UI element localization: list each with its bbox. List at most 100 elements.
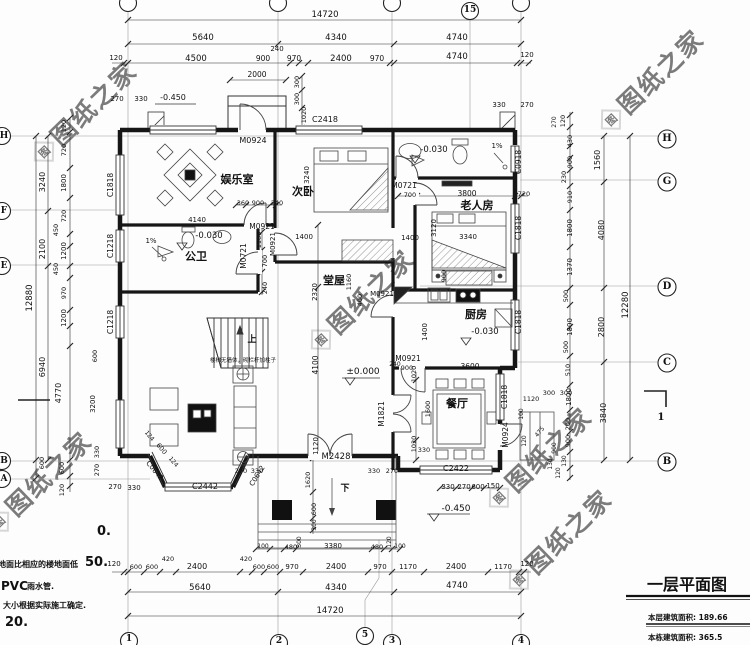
dimension-label: 150 — [486, 482, 499, 490]
dimension-label: 1200 — [60, 242, 68, 260]
note-text: 大小根据实际施工确定. — [3, 600, 86, 610]
window-left-bay — [115, 399, 125, 449]
window-c1818-right-2 — [510, 299, 520, 351]
dimension-label: 720 — [518, 190, 530, 198]
opening-code-label: C1818 — [514, 310, 523, 335]
dimension-label: 240 — [261, 282, 269, 294]
dimension-label: 900 — [564, 435, 572, 447]
grid-label: E — [1, 261, 8, 271]
dimension-label: 720 — [60, 210, 68, 222]
door-m0921-bedroom — [274, 232, 298, 256]
dimension-label: 120 — [555, 467, 562, 479]
note-text: 20. — [5, 615, 28, 630]
dimension-label: 1400 — [421, 323, 429, 341]
dimension-label: 330 — [492, 101, 505, 109]
cabinet — [341, 239, 394, 262]
dimension-label: 600 — [154, 441, 168, 456]
grid-label: 4 — [518, 636, 524, 645]
dimension-label: 600 — [310, 503, 318, 515]
dimension-label: 1160 — [345, 274, 353, 291]
opening-code-label: C1818 — [106, 173, 115, 198]
dimension-label: 3380 — [324, 542, 342, 550]
furniture-layer — [149, 138, 513, 466]
dimension-label: 270 — [93, 464, 101, 476]
dimension-label: 1020 — [300, 107, 308, 124]
dimension-label: 230 — [560, 171, 568, 183]
dimension-label: 900 — [252, 199, 264, 207]
grid-bubbles — [0, 0, 677, 645]
room-label: 下 — [340, 483, 349, 494]
entry-porch — [257, 411, 555, 549]
dimension-label: 4340 — [325, 33, 347, 43]
porch-down-arrow — [329, 508, 335, 516]
grid-label: 2 — [276, 636, 282, 645]
dimension-label: 430 — [566, 135, 574, 147]
level-markers — [155, 103, 472, 522]
grid-label: H — [662, 133, 671, 144]
window-c1818-right-1 — [510, 203, 520, 254]
window-c0642-left — [147, 451, 168, 486]
dimension-label: 130 — [547, 458, 554, 470]
opening-code-label: M1821 — [377, 401, 386, 427]
grid-lines — [10, 8, 658, 634]
dimension-label: 3240 — [38, 172, 47, 192]
sofa-set — [149, 365, 257, 466]
door-m0921-dining — [400, 367, 426, 393]
opening-code-label: C1818 — [500, 385, 509, 410]
door-m1821 — [392, 394, 412, 433]
window-c2418 — [295, 125, 363, 135]
dimension-label: 270 — [110, 95, 123, 103]
grid-label: B — [663, 456, 671, 467]
svg-text:图: 图 — [313, 332, 330, 349]
window-c0918 — [510, 145, 520, 173]
dimension-label: 480 — [285, 543, 297, 551]
dimension-label: 1400 — [295, 233, 313, 241]
note-text: 50. — [85, 555, 108, 570]
dimension-label: 120 — [60, 120, 68, 132]
opening-code-label: C1218 — [106, 234, 115, 259]
opening-code-label: M2428 — [322, 452, 351, 462]
dimension-label: 1620 — [304, 472, 312, 489]
dimension-label: 330 — [368, 467, 380, 475]
dimension-label: 120 — [520, 51, 533, 59]
dimension-label: 300 — [543, 389, 555, 397]
dimension-label: 240 — [389, 361, 401, 368]
dimension-label: 300 — [311, 519, 318, 531]
svg-text:图: 图 — [491, 490, 508, 507]
dimension-label: 300 — [293, 76, 301, 88]
dimension-label: 3340 — [459, 233, 477, 241]
dimension-label: 500 — [562, 290, 570, 302]
room-label: 堂屋 — [323, 273, 345, 287]
dimension-label: 4080 — [597, 220, 606, 240]
dimension-label: 500 — [562, 341, 570, 353]
svg-text:图: 图 — [36, 144, 53, 161]
staircase — [206, 317, 269, 369]
dimension-label: 600 — [471, 483, 484, 491]
window-c1218-left-2 — [115, 305, 125, 339]
section-marks — [18, 390, 667, 407]
note-text: 楼地面比相应的楼地面低 — [0, 559, 78, 569]
dimension-label: 420 — [240, 555, 252, 563]
dimension-label: 600 — [253, 563, 265, 571]
dimension-label: 2400 — [446, 562, 466, 571]
dimension-label: 420 — [162, 555, 174, 563]
dimension-label: 1560 — [593, 150, 602, 170]
dimension-label: 4500 — [185, 54, 207, 64]
opening-code-label: M0721 — [239, 243, 248, 269]
dimension-label: 5640 — [189, 583, 211, 593]
dimension-label: 480 — [371, 543, 383, 551]
top-entry-porch — [147, 95, 516, 131]
dimension-label: 4740 — [446, 33, 468, 43]
dimension-label: 6940 — [38, 357, 47, 377]
dimension-label: 1800 — [565, 388, 573, 406]
grid-label: 15 — [464, 5, 477, 15]
dimension-label: 270 — [386, 467, 398, 475]
dimension-label: 1170 — [399, 563, 417, 571]
dimension-label: 100 — [257, 543, 269, 550]
dimension-label: 14720 — [316, 606, 343, 616]
dimension-label: 12880 — [25, 284, 35, 311]
opening-code-label: M0924 — [501, 422, 510, 448]
